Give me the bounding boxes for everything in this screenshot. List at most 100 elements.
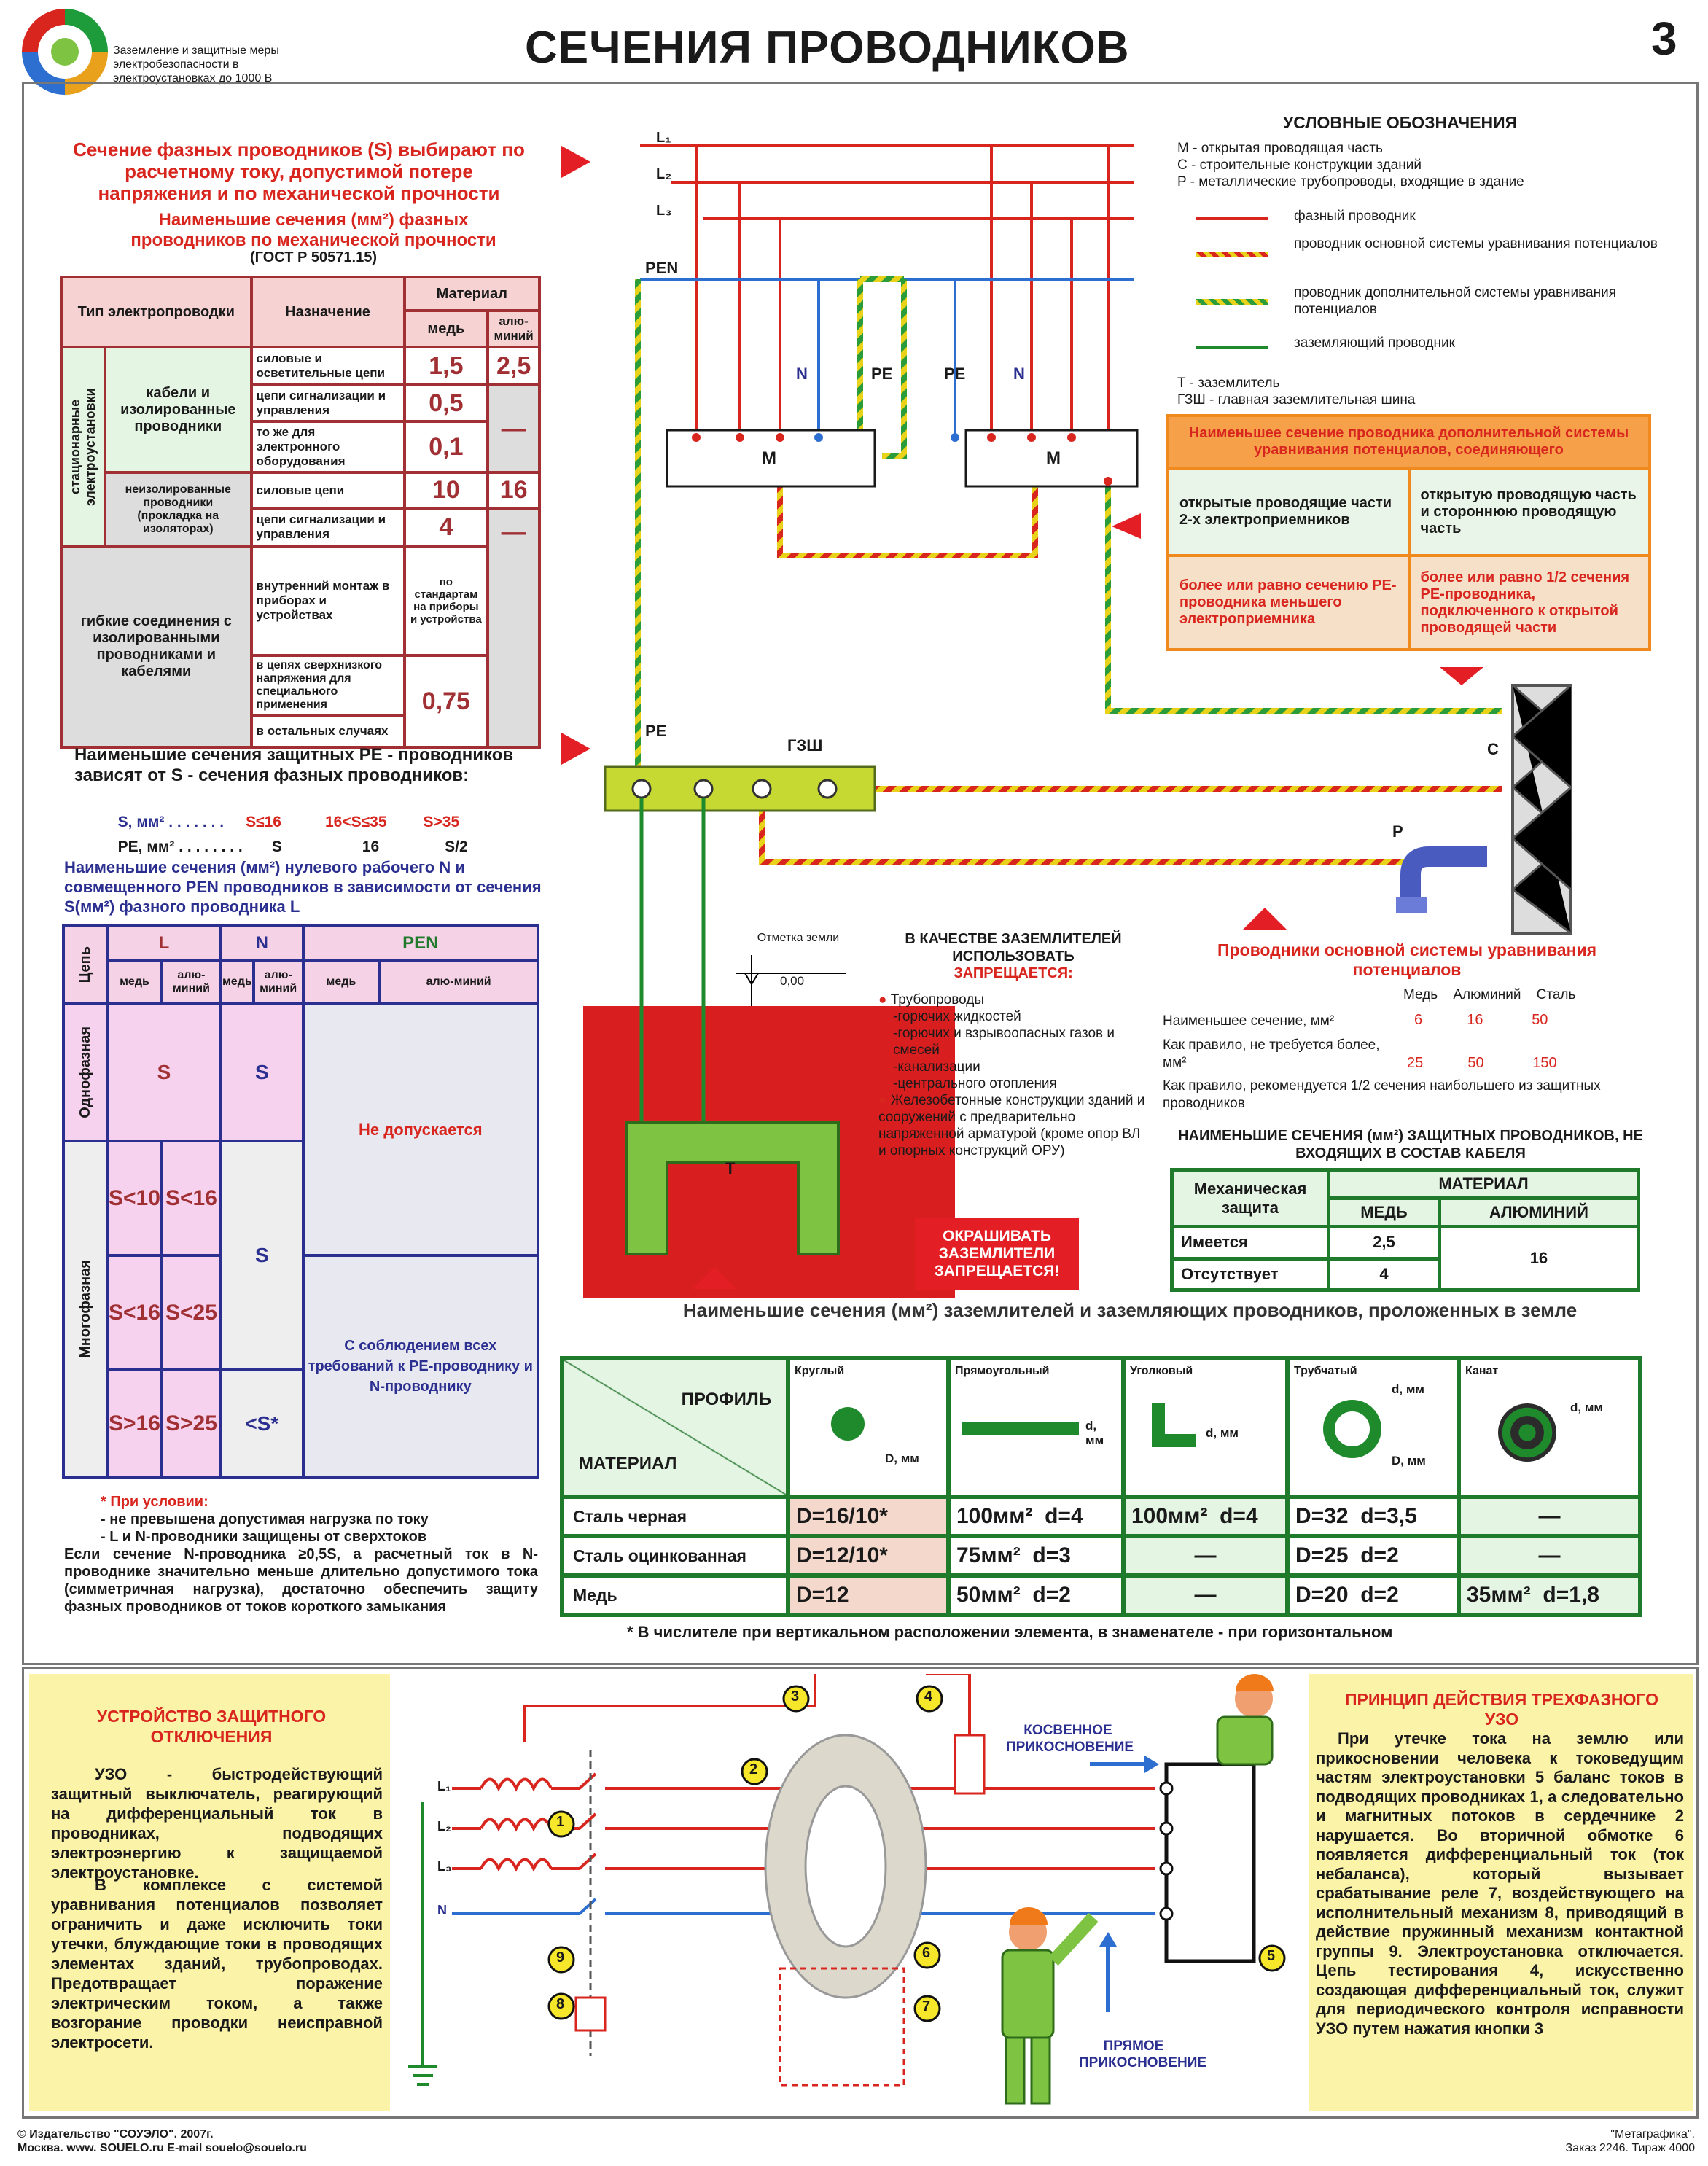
num-8: 8 [556,1996,565,2012]
bare-label: неизолированные проводники (прокладка на… [104,471,253,548]
intro-text: Сечение фазных проводников (S) выбирают … [73,139,525,204]
marker-arrow [561,146,590,178]
val: 16 [1437,1225,1641,1292]
cell: — [1121,1573,1290,1617]
label-pe1: PE [871,365,893,383]
label-t: T [725,1159,736,1177]
label-pen: PEN [645,259,679,277]
uzo-p1: УЗО - быстродействующий защитный выключа… [51,1765,383,1882]
label-m2: M [1046,448,1061,468]
label-l2: L₂ [656,166,672,182]
marker-arrow [1440,667,1483,685]
dim-label: d, мм [1392,1382,1424,1396]
legend-earth: заземляющий проводник [1294,335,1455,351]
dim-label: d, мм [1206,1426,1239,1440]
v: 6 [1414,1012,1423,1028]
val-al: 2,5 [486,346,541,386]
list-item: -горючих и взрывоопасных газов и смесей [893,1026,1115,1058]
num-4: 4 [924,1688,933,1705]
num-1: 1 [556,1814,565,1830]
main-eq-r2v: 25 50 150 [1407,1055,1557,1072]
th-l: L [106,924,222,963]
logo [22,9,108,95]
l-al-3: S>25 [160,1368,222,1479]
legend-extra: проводник дополнительной системы уравнив… [1294,285,1617,317]
main-eq-r2: Как правило, не требуется более, мм² [1163,1037,1380,1070]
worker-sitting [1216,1674,1274,1766]
pe-pe-label: PE, мм² . . . . . . . . [117,838,243,855]
rect-profile-icon [962,1422,1079,1435]
cell: 100мм² d=4 [1121,1495,1290,1538]
rcd-diagram [408,1674,1286,2105]
main-eq-title: Проводники основной системы уравнивания … [1217,940,1597,979]
marker-arrow [1243,908,1287,930]
footer-left: © Издательство "СОУЭЛО". 2007г.Москва. w… [17,2127,307,2155]
th-rect: Прямоугольный [955,1365,1050,1377]
th-al: алю-миний [378,959,539,1005]
num-3: 3 [791,1688,800,1705]
page-title: СЕЧЕНИЯ ПРОВОДНИКОВ [525,23,1130,73]
publisher: © Издательство "СОУЭЛО". 2007г. [17,2128,214,2140]
extra-b: открытую проводящую часть и стороннюю пр… [1407,467,1651,557]
printer: "Метаграфика". [1610,2128,1695,2140]
legend-earth-line [1196,346,1268,349]
principle-text: При утечке тока на землю или прикосновен… [1316,1729,1684,2038]
l-al-2: S<25 [160,1254,222,1372]
row-no: Отсутствует [1170,1256,1330,1292]
val-cu: 0,5 [402,383,490,423]
n-less-s: <S* [219,1368,305,1479]
note-line: * При условии: [101,1494,208,1510]
earthers-list: ● Трубопроводы -горючих жидкостей -горюч… [878,992,1148,1159]
l-al-1: S<16 [160,1140,222,1258]
pe-p2: 16 [362,838,380,855]
cell: D=12/10* [786,1534,951,1578]
flex-label: гибкие соединения с изолированными прово… [60,545,253,749]
single-phase-label: Однофазная [77,1026,93,1118]
cell: 50мм² d=2 [946,1573,1126,1617]
ground-footnote: * В числителе при вертикальном расположе… [627,1623,1393,1641]
single-l: S [106,1002,222,1143]
ground-table-title: Наименьшие сечения (мм²) заземлителей и … [682,1299,1578,1321]
list-item: -канализации [893,1059,980,1075]
th-purpose: Назначение [249,276,406,348]
cell: D=12 [786,1573,951,1617]
th-profile: ПРОФИЛЬ [681,1390,771,1409]
label-l3: L₃ [656,203,672,219]
legend-main-line [1196,252,1268,257]
h-steel: Сталь [1536,987,1576,1002]
t1-title: Наименьшие сечения (мм²) фазных проводни… [130,210,496,250]
footer-right: "Метаграфика".Заказ 2246. Тираж 4000 [1556,2127,1695,2155]
marker-arrow [561,733,590,765]
cell: D=32 d=3,5 [1285,1495,1461,1538]
th-al: алю-миний [160,959,222,1005]
label-m1: M [762,448,776,468]
pe-s2: 16<S≤35 [324,814,387,830]
th-al: алю-миний [486,309,541,348]
angle-profile-icon [1152,1403,1196,1447]
th-material: Материал [402,276,542,312]
th-cu: МЕДЬ [1327,1196,1441,1228]
l-cu-1: S<10 [106,1140,163,1258]
th-cu: медь [219,959,255,1005]
label-indirect: КОСВЕННОЕ ПРИКОСНОВЕНИЕ [1006,1723,1134,1755]
list-item: -горючих жидкостей [893,1009,1021,1024]
extra-eq-title: Наименьшее сечение проводника дополнител… [1166,414,1651,470]
th-type: Тип электропроводки [60,276,253,348]
cell: 75мм² d=3 [946,1534,1126,1578]
pe-p3: S/2 [445,838,468,855]
v: 25 [1407,1055,1424,1071]
extra-eq-table: Наименьшее сечение проводника дополнител… [1166,414,1651,651]
row-signal: цепи сигнализации и управления [249,383,406,423]
multi-phase-label: Многофазная [77,1260,93,1359]
val-al: 16 [486,471,541,510]
list-item: ● Железобетонные конструкции зданий и со… [878,1093,1145,1158]
legend-p: P - металлические трубопроводы, входящие… [1177,174,1524,190]
v: 16 [1467,1012,1483,1028]
principle-panel [1309,1674,1693,2111]
label-direct: ПРЯМОЕ ПРИКОСНОВЕНИЕ [1079,2038,1207,2070]
pe-s3: S>35 [423,814,460,830]
row-signal2: цепи сигнализации и управления [249,507,406,548]
label-zero: 0,00 [780,974,805,988]
l-cu-2: S<16 [106,1254,163,1372]
